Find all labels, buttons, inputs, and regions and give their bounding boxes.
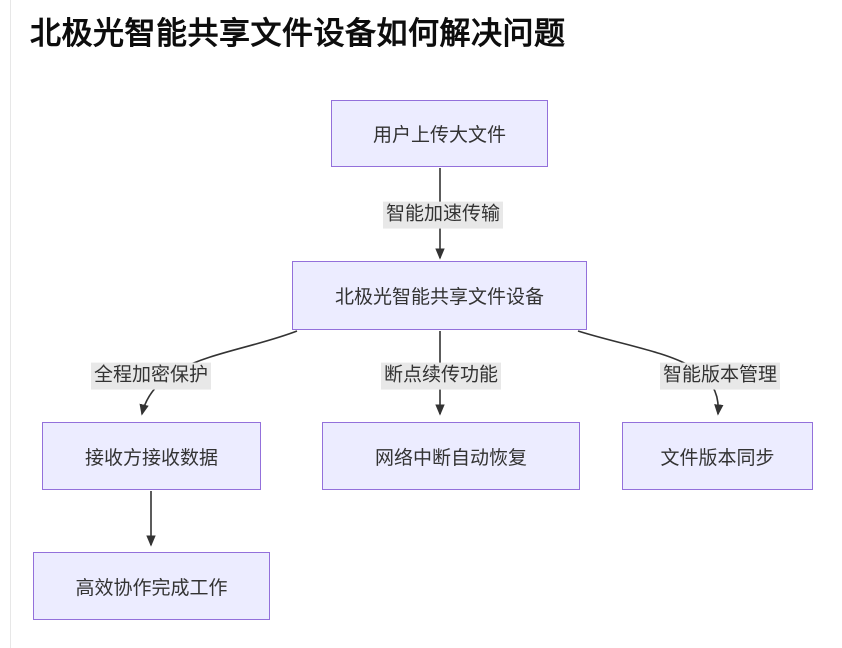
flow-node-A: 用户上传大文件: [331, 100, 548, 167]
flow-node-label: 接收方接收数据: [84, 447, 218, 469]
flow-node-E: 文件版本同步: [622, 422, 813, 490]
flow-node-B: 北极光智能共享文件设备: [292, 261, 587, 330]
page-title: 北极光智能共享文件设备如何解决问题: [30, 16, 566, 51]
edge-B-E: [577, 330, 724, 416]
edge-label-B-C: 全程加密保护: [90, 362, 212, 390]
edge-label-B-D: 断点续传功能: [380, 362, 502, 390]
flow-node-C: 接收方接收数据: [42, 422, 261, 490]
flow-node-D: 网络中断自动恢复: [322, 422, 580, 490]
edge-label-A-B: 智能加速传输: [382, 201, 504, 229]
edge-label-B-E: 智能版本管理: [659, 362, 781, 390]
edge-B-C: [139, 330, 298, 416]
flow-node-F: 高效协作完成工作: [33, 552, 270, 620]
window-edge-line: [10, 0, 11, 648]
flow-node-label: 网络中断自动恢复: [374, 447, 527, 469]
flow-node-label: 文件版本同步: [660, 447, 775, 469]
flow-node-label: 北极光智能共享文件设备: [334, 287, 544, 308]
flow-node-label: 用户上传大文件: [372, 125, 506, 146]
flow-node-label: 高效协作完成工作: [75, 577, 228, 599]
